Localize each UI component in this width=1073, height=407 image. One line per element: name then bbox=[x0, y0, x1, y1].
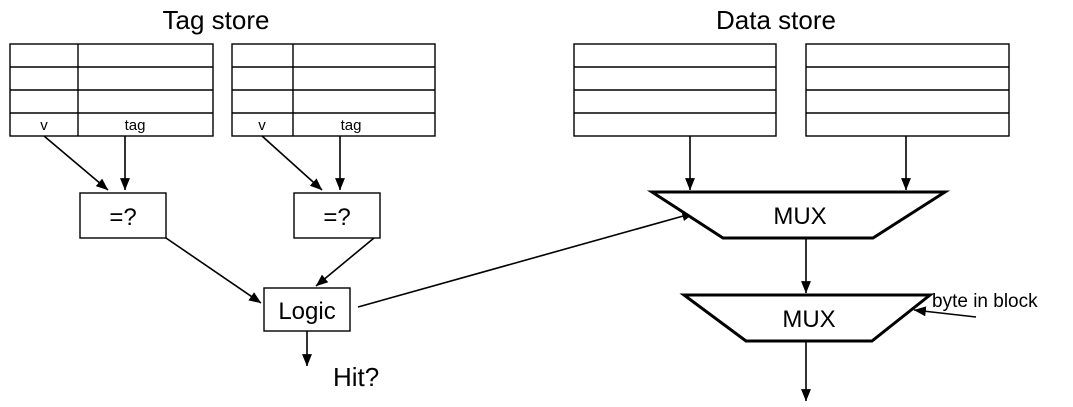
comparator-1-label: =? bbox=[323, 204, 350, 231]
tag-store-way-1: v tag bbox=[231, 43, 436, 137]
data-store-way-0 bbox=[573, 43, 777, 137]
arrow-byte-in-block-select bbox=[913, 306, 977, 318]
comparator-0: =? bbox=[79, 192, 167, 239]
hit-output-label: Hit? bbox=[333, 362, 379, 392]
byte-in-block-label: byte in block bbox=[932, 291, 1038, 312]
arrow-logic-to-mux-way-select bbox=[357, 211, 695, 308]
mux-byte-select: MUX bbox=[679, 293, 935, 343]
tag-store-way-0: v tag bbox=[9, 43, 214, 137]
tag-store-way-0-valid-label: v bbox=[40, 117, 48, 134]
data-store-title: Data store bbox=[716, 5, 836, 35]
logic-block-label: Logic bbox=[278, 298, 335, 325]
tag-store-way-0-tag-label: tag bbox=[125, 117, 146, 134]
arrow-way1-valid-to-comparator1 bbox=[261, 135, 323, 191]
mux-byte-select-label: MUX bbox=[782, 306, 835, 333]
comparator-1: =? bbox=[293, 192, 381, 239]
arrow-comparator1-to-logic bbox=[315, 237, 375, 287]
tag-store-way-1-valid-label: v bbox=[258, 117, 266, 134]
logic-block: Logic bbox=[263, 287, 351, 332]
mux-way-select: MUX bbox=[646, 190, 951, 240]
tag-store-title: Tag store bbox=[163, 5, 270, 35]
arrow-way0-valid-to-comparator0 bbox=[43, 135, 109, 191]
data-store-way-1 bbox=[805, 43, 1010, 137]
tag-store-way-1-tag-label: tag bbox=[341, 117, 362, 134]
comparator-0-label: =? bbox=[109, 204, 136, 231]
mux-way-select-label: MUX bbox=[773, 203, 826, 230]
arrow-comparator0-to-logic bbox=[165, 237, 262, 304]
